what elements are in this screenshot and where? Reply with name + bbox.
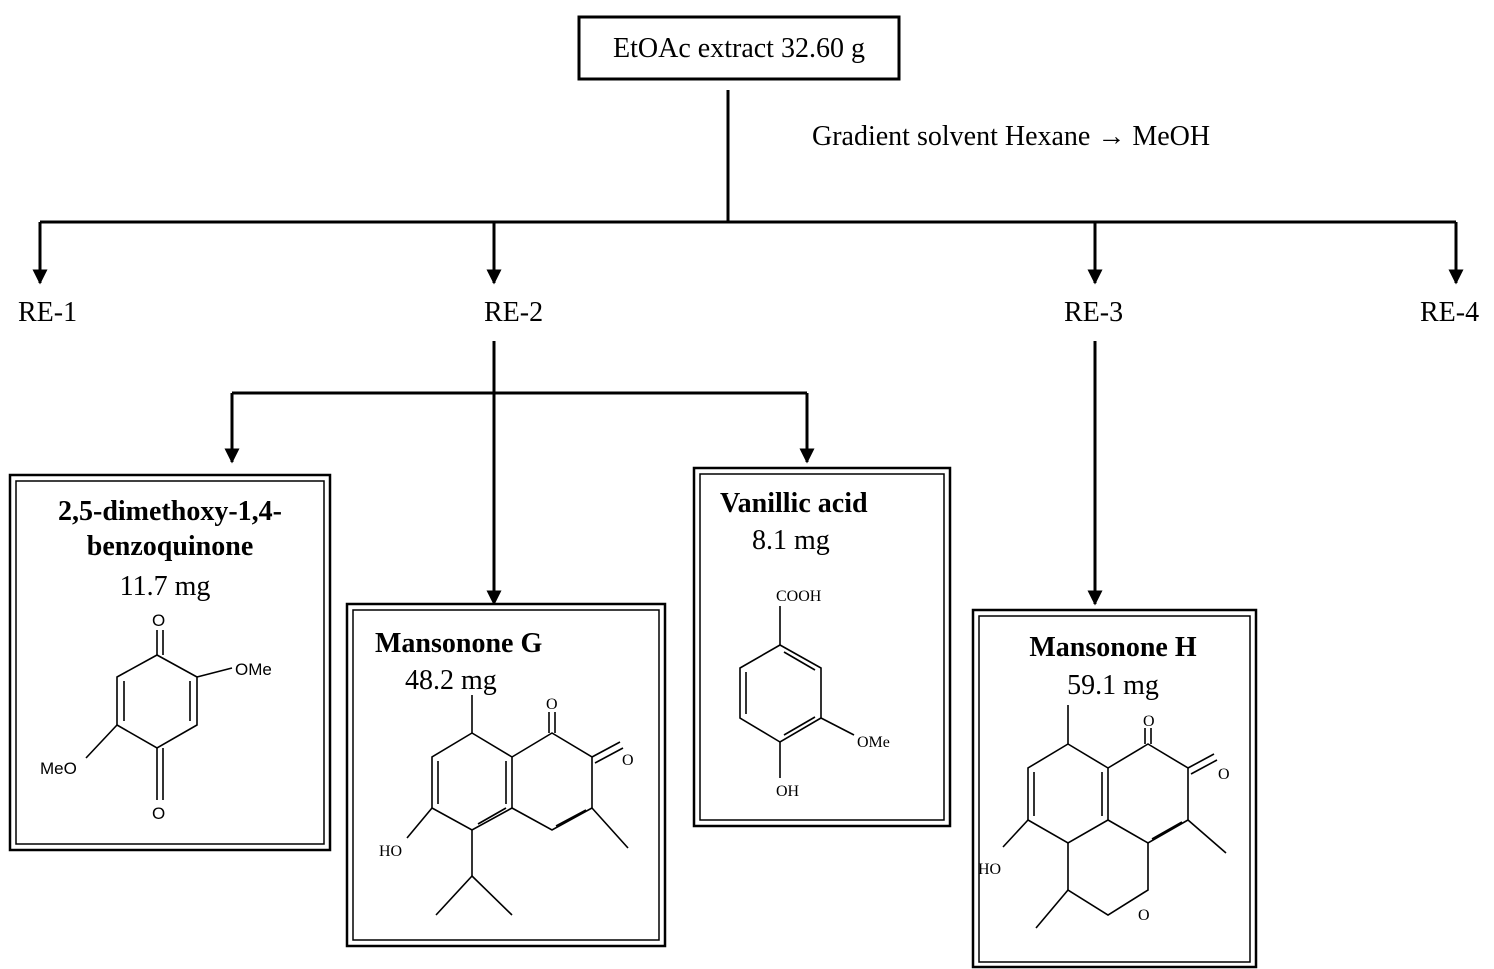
vanillic-atom-cooh: COOH: [776, 588, 822, 605]
vanillic-atom-ome: OMe: [857, 734, 890, 751]
mansonone-h-structure: O O O HO: [978, 705, 1230, 929]
dmbq-name-2: benzoquinone: [87, 531, 254, 562]
compound-box-mansonone-g: Mansonone G 48.2 mg O O HO: [345, 602, 667, 948]
fraction-re3: RE-3: [1064, 297, 1123, 328]
mansonone-h-atom-o2: O: [1218, 766, 1230, 783]
mansonone-g-atom-o2: O: [622, 752, 634, 769]
dmbq-atom-meo: MeO: [40, 759, 77, 778]
fraction-re2: RE-2: [484, 297, 543, 328]
mansonone-h-name: Mansonone H: [1029, 632, 1196, 663]
mansonone-g-mass: 48.2 mg: [405, 665, 497, 696]
dmbq-mass: 11.7 mg: [120, 571, 211, 602]
mansonone-h-atom-ho: HO: [978, 861, 1001, 878]
vanillic-name: Vanillic acid: [720, 488, 868, 519]
mansonone-g-atom-ho: HO: [379, 843, 402, 860]
condition-label: Gradient solvent Hexane → MeOH: [812, 121, 1210, 152]
dmbq-atom-o-top: O: [152, 611, 165, 630]
dmbq-atom-o-bottom: O: [152, 804, 165, 823]
compound-box-vanillic: Vanillic acid 8.1 mg COOH OMe OH: [692, 466, 952, 828]
compound-box-dmbq: 2,5-dimethoxy-1,4- benzoquinone 11.7 mg …: [8, 473, 332, 852]
mansonone-g-structure: O O HO: [379, 695, 634, 916]
vanillic-structure: COOH OMe OH: [739, 588, 890, 800]
root-box: EtOAc extract 32.60 g: [577, 15, 901, 81]
dmbq-name-1: 2,5-dimethoxy-1,4-: [58, 496, 282, 527]
dmbq-structure: O O OMe MeO: [40, 611, 272, 823]
root-label: EtOAc extract 32.60 g: [613, 33, 865, 64]
mansonone-h-atom-o1: O: [1143, 713, 1155, 730]
compound-box-mansonone-h: Mansonone H 59.1 mg O O O HO: [971, 608, 1258, 969]
dmbq-atom-ome: OMe: [235, 660, 272, 679]
fraction-re4: RE-4: [1420, 297, 1479, 328]
mansonone-h-mass: 59.1 mg: [1067, 670, 1159, 701]
mansonone-h-atom-o-ring: O: [1138, 907, 1150, 924]
mansonone-g-atom-o1: O: [546, 696, 558, 713]
vanillic-mass: 8.1 mg: [752, 525, 830, 556]
fraction-re1: RE-1: [18, 297, 77, 328]
vanillic-atom-oh: OH: [776, 783, 800, 800]
mansonone-g-name: Mansonone G: [375, 628, 542, 659]
